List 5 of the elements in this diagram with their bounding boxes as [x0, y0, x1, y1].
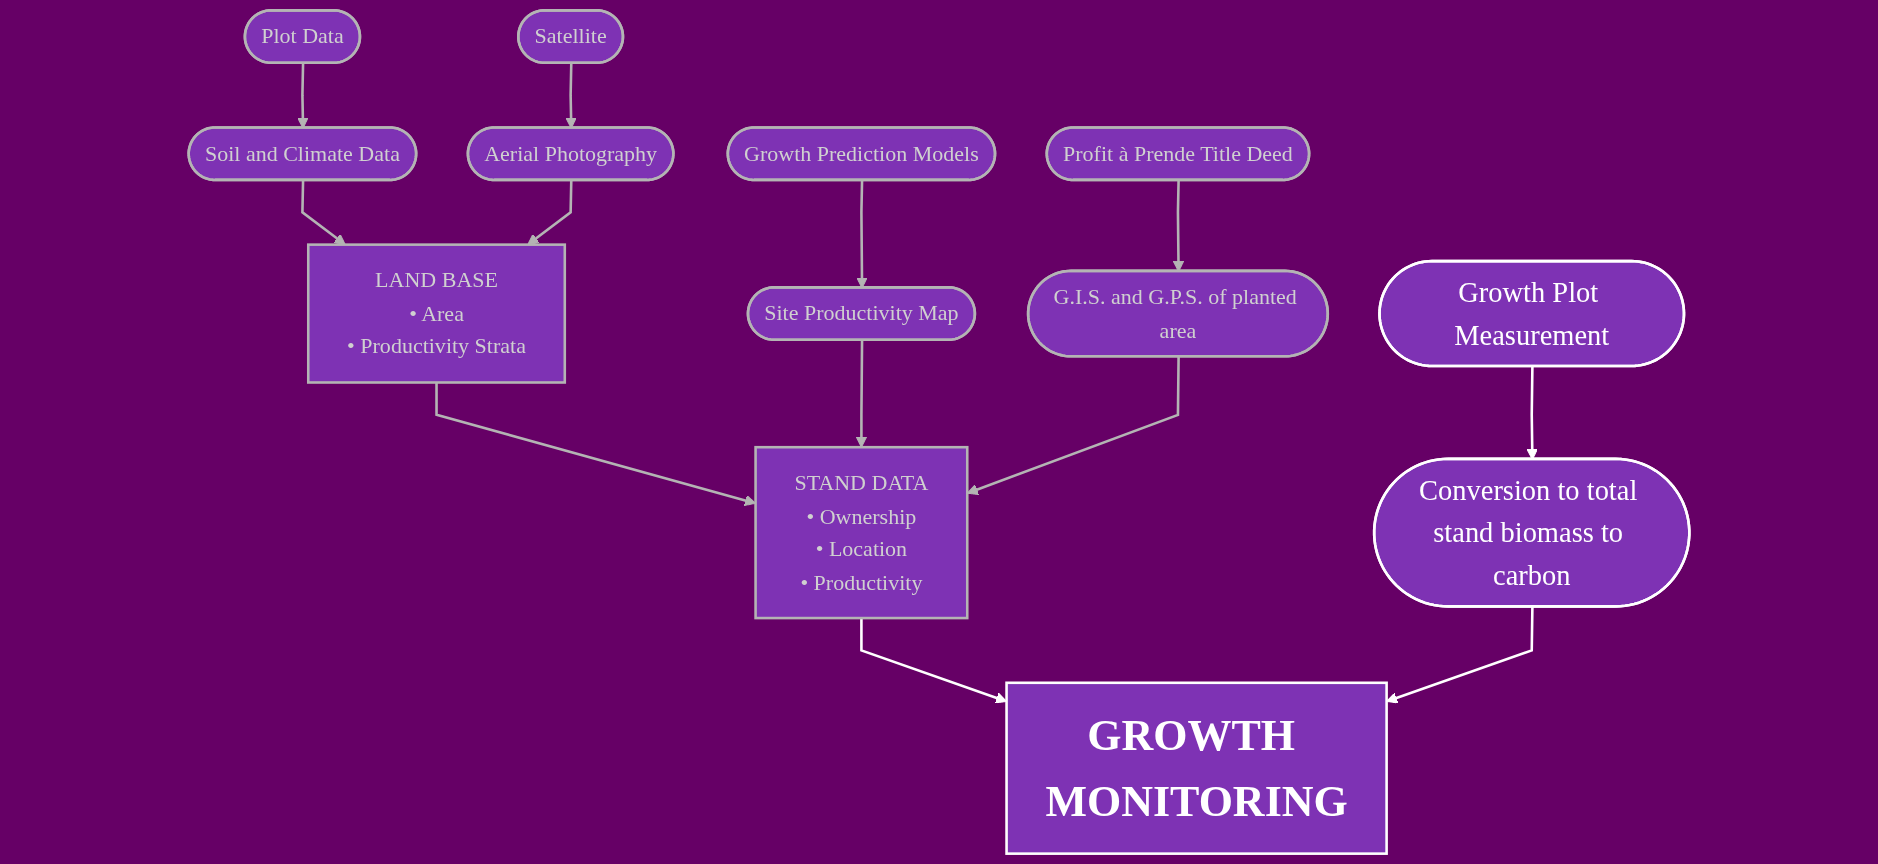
node-box: STAND DATA • Ownership • Location • Productivity: [754, 445, 969, 620]
arrow: [855, 340, 868, 448]
node-box: GROWTH MONITORING: [1005, 681, 1388, 855]
node-box: LAND BASE • Area • Productivity Strata: [306, 243, 567, 384]
arrow: [1386, 607, 1534, 704]
